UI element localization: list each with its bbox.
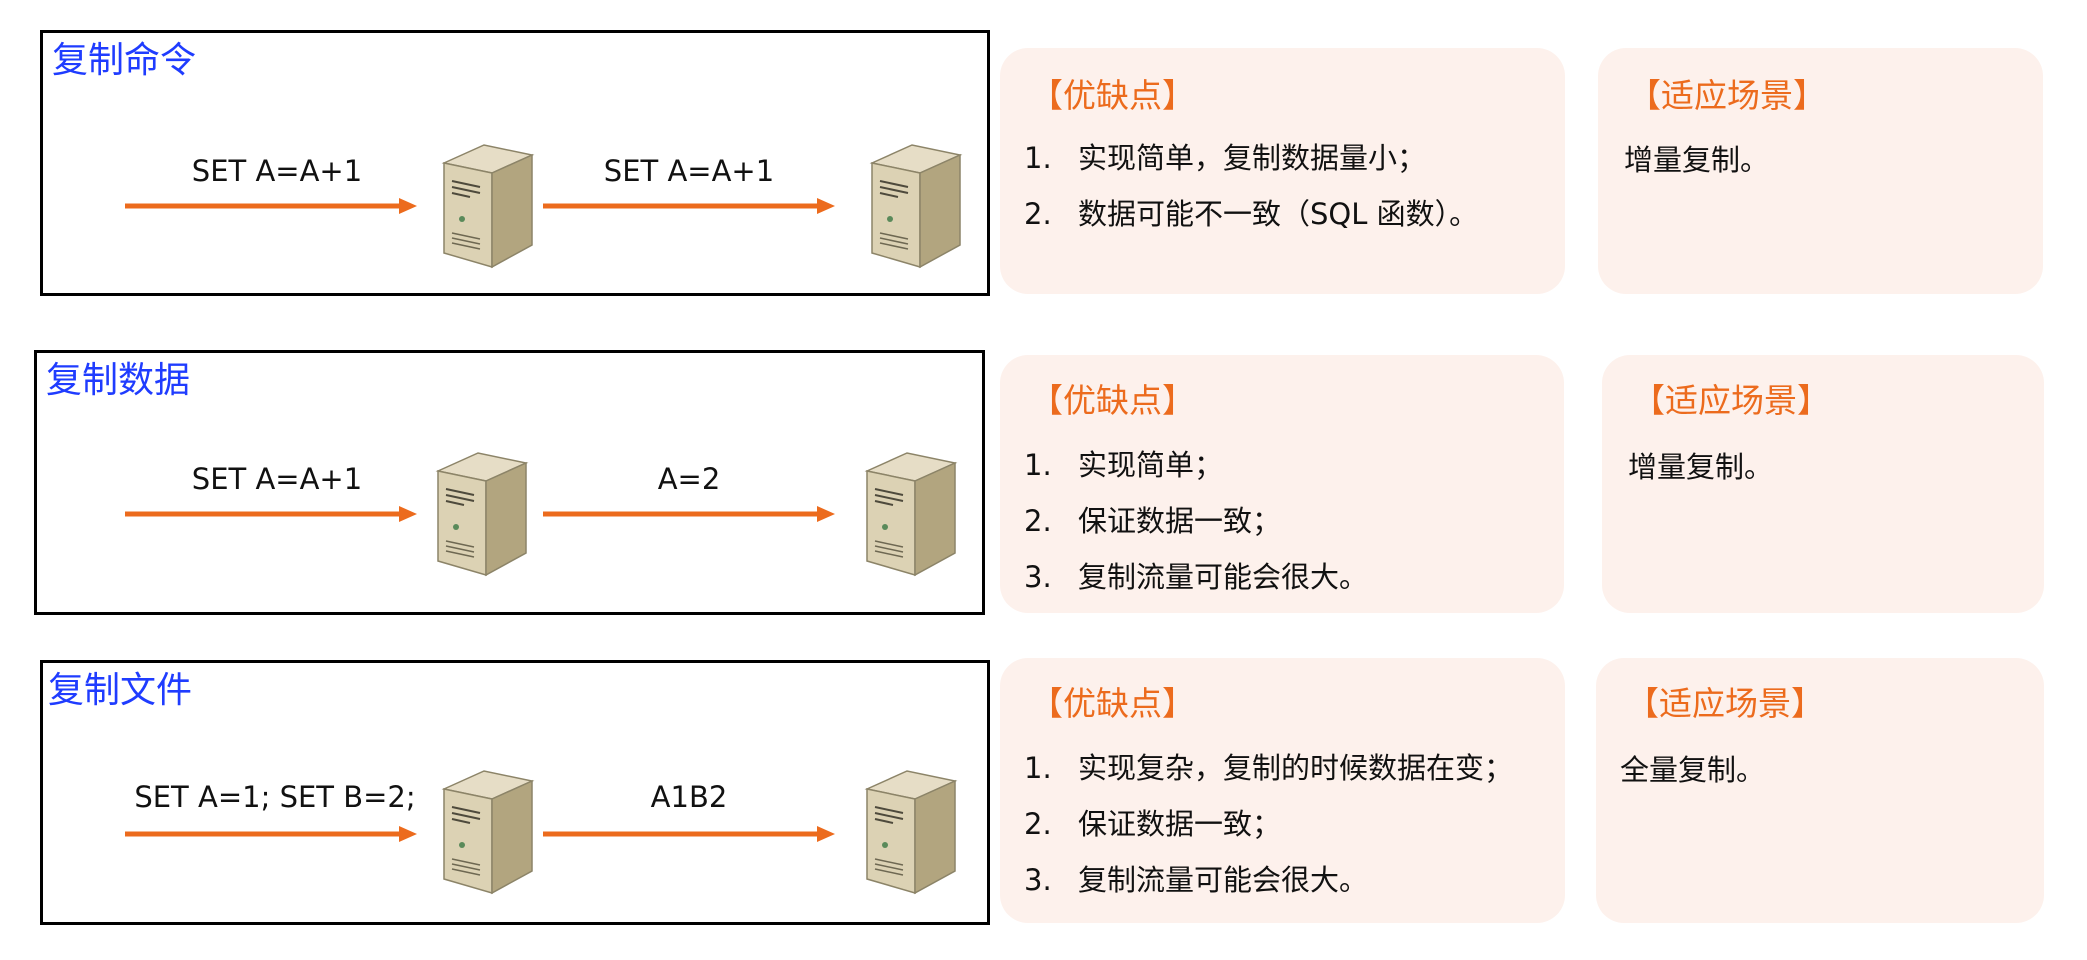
pros-cons-card: 【优缺点】 1. 实现简单； 2. 保证数据一致； 3. 复制流量可能会很大。 [1000, 355, 1564, 613]
pros-cons-heading: 【优缺点】 [1030, 381, 1195, 420]
arrow-primary-to-replica [543, 823, 835, 845]
list-text: 复制流量可能会很大。 [1078, 863, 1369, 897]
box-title: 复制文件 [48, 670, 193, 711]
scene-card: 【适应场景】 全量复制。 [1596, 658, 2044, 923]
pros-cons-card: 【优缺点】 1. 实现简单，复制数据量小； 2. 数据可能不一致（SQL 函数）。 [1000, 48, 1565, 294]
list-text: 实现简单； [1078, 448, 1224, 482]
list-item: 2. 保证数据一致； [1024, 796, 1555, 852]
scene-heading: 【适应场景】 [1626, 684, 1824, 723]
list-text: 数据可能不一致（SQL 函数）。 [1078, 197, 1479, 231]
arrow-client-to-primary [125, 823, 417, 845]
list-number: 2. [1024, 197, 1052, 231]
replica-server-icon [868, 141, 964, 269]
list-text: 实现简单，复制数据量小； [1078, 141, 1427, 175]
pros-cons-card: 【优缺点】 1. 实现复杂，复制的时候数据在变； 2. 保证数据一致； 3. 复制流量… [1000, 658, 1565, 923]
pros-cons-list: 1. 实现简单，复制数据量小； 2. 数据可能不一致（SQL 函数）。 [1024, 130, 1555, 242]
diagram-box-copy-file: 复制文件 SET A=1; SET B=2; A1B2 [40, 660, 990, 925]
list-number: 1. [1024, 448, 1052, 482]
pros-cons-heading: 【优缺点】 [1030, 684, 1195, 723]
list-number: 2. [1024, 807, 1052, 841]
pros-cons-list: 1. 实现复杂，复制的时候数据在变； 2. 保证数据一致； 3. 复制流量可能会很大。 [1024, 740, 1555, 908]
list-number: 1. [1024, 141, 1052, 175]
box-title: 复制数据 [46, 360, 191, 401]
list-item: 1. 实现简单； [1024, 437, 1554, 493]
list-number: 3. [1024, 560, 1052, 594]
list-number: 2. [1024, 504, 1052, 538]
list-text: 保证数据一致； [1078, 504, 1282, 538]
list-text: 复制流量可能会很大。 [1078, 560, 1369, 594]
arrow-label-replication: A=2 [657, 462, 721, 496]
scene-heading: 【适应场景】 [1632, 381, 1830, 420]
arrow-client-to-primary [125, 195, 417, 217]
scene-card: 【适应场景】 增量复制。 [1602, 355, 2044, 613]
list-text: 保证数据一致； [1078, 807, 1282, 841]
arrow-primary-to-replica [543, 195, 835, 217]
arrow-label-client: SET A=A+1 [191, 154, 363, 188]
primary-server-icon [440, 767, 536, 895]
diagram-box-copy-data: 复制数据 SET A=A+1 A=2 [34, 350, 985, 615]
replica-server-icon [863, 449, 959, 577]
scene-text: 增量复制。 [1628, 450, 1774, 484]
primary-server-icon [440, 141, 536, 269]
list-number: 1. [1024, 751, 1052, 785]
list-item: 1. 实现复杂，复制的时候数据在变； [1024, 740, 1555, 796]
box-title: 复制命令 [52, 40, 197, 81]
diagram-box-copy-command: 复制命令 SET A=A+1 SET A=A+1 [40, 30, 990, 296]
arrow-client-to-primary [125, 503, 417, 525]
arrow-primary-to-replica [543, 503, 835, 525]
list-text: 实现复杂，复制的时候数据在变； [1078, 751, 1514, 785]
pros-cons-heading: 【优缺点】 [1030, 76, 1195, 115]
arrow-label-client: SET A=1; SET B=2; [134, 780, 416, 814]
scene-heading: 【适应场景】 [1628, 76, 1826, 115]
scene-text: 全量复制。 [1620, 753, 1766, 787]
list-item: 1. 实现简单，复制数据量小； [1024, 130, 1555, 186]
scene-text: 增量复制。 [1624, 143, 1770, 177]
list-item: 3. 复制流量可能会很大。 [1024, 852, 1555, 908]
list-number: 3. [1024, 863, 1052, 897]
primary-server-icon [434, 449, 530, 577]
arrow-label-replication: SET A=A+1 [603, 154, 775, 188]
arrow-label-replication: A1B2 [650, 780, 728, 814]
arrow-label-client: SET A=A+1 [191, 462, 363, 496]
pros-cons-list: 1. 实现简单； 2. 保证数据一致； 3. 复制流量可能会很大。 [1024, 437, 1554, 605]
list-item: 2. 数据可能不一致（SQL 函数）。 [1024, 186, 1555, 242]
replica-server-icon [863, 767, 959, 895]
scene-card: 【适应场景】 增量复制。 [1598, 48, 2043, 294]
list-item: 3. 复制流量可能会很大。 [1024, 549, 1554, 605]
list-item: 2. 保证数据一致； [1024, 493, 1554, 549]
